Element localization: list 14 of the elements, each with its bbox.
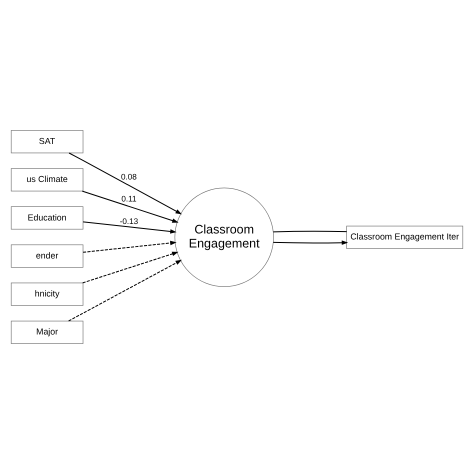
node-box: Classroom Engagement Iter — [346, 226, 464, 249]
arrow — [68, 152, 182, 214]
arrow — [82, 190, 179, 223]
node-box: SAT — [10, 130, 84, 154]
arrow — [272, 240, 348, 245]
node-box: ender — [10, 244, 84, 268]
node-box: Major — [10, 320, 84, 344]
arrow — [82, 221, 177, 234]
node-box: us Climate — [10, 168, 84, 192]
connector — [272, 230, 348, 232]
arrow — [82, 252, 178, 284]
arrow — [82, 240, 177, 253]
node-box: Education — [10, 206, 84, 230]
node-box: hnicity — [10, 282, 84, 306]
